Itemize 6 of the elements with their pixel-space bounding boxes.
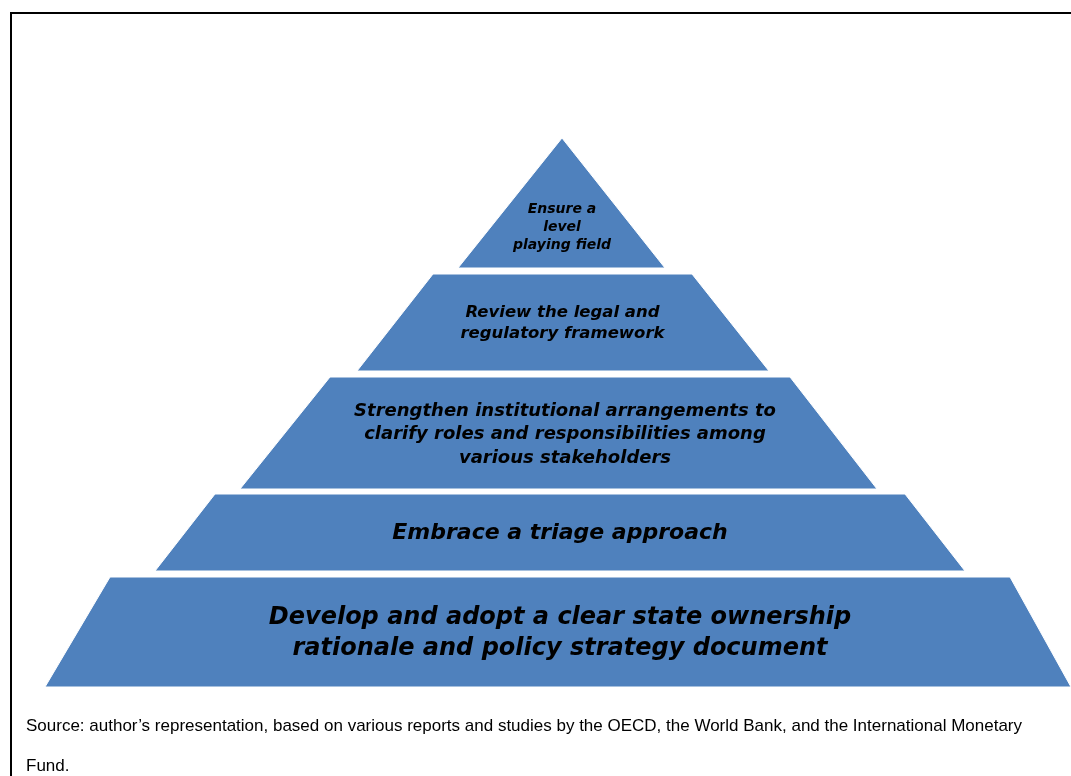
tier-label: Embrace a triage approach: [391, 518, 729, 546]
tier-label: Strengthen institutional arrangements to clarify roles and responsibilities among various stakeholders: [353, 398, 777, 469]
source-note: Source: author’s representation, based on various reports and studies by the OECD, the World Bank, and the International Monetary Fund.: [26, 715, 1024, 776]
tier-label: Develop and adopt a clear state ownership rationale and policy strategy document: [267, 601, 853, 664]
tier-label: Ensure a level playing field: [512, 198, 612, 254]
tier-label: Review the legal and regulatory framework: [459, 301, 666, 344]
